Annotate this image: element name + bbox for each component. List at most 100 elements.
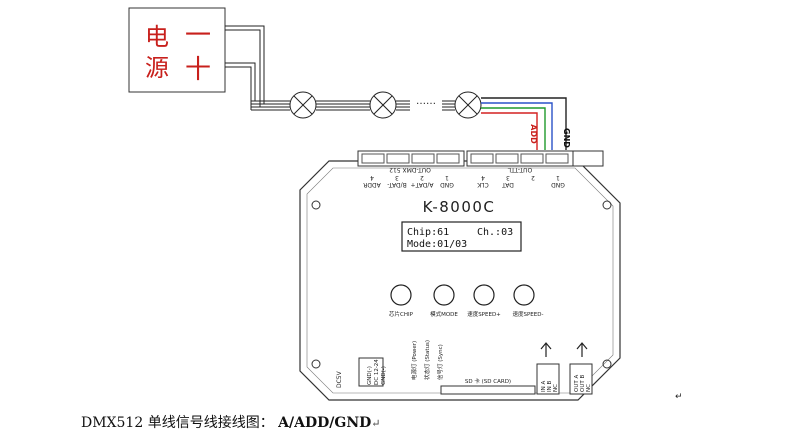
lamp-ellipsis: …… <box>416 96 436 107</box>
power-terminal-label: DC 12-24 <box>374 359 380 385</box>
wire-green <box>481 107 546 150</box>
terminal-housing <box>466 150 574 167</box>
terminal-housing-extra <box>572 150 604 167</box>
speed-up-button[interactable]: 速度SPEED+ <box>467 284 501 318</box>
sync-led-label: 信号灯 (Sync) <box>436 344 444 380</box>
dmx-terminal-label: A/DAT+ <box>411 181 434 188</box>
speed-down-button-knob[interactable] <box>513 284 535 306</box>
mode-button-knob[interactable] <box>433 284 455 306</box>
dmx-terminal-number: 3 <box>395 174 399 181</box>
mode-button-label: 模式MODE <box>430 310 458 318</box>
speed-up-button-knob[interactable] <box>473 284 495 306</box>
power-char-1: 电 <box>145 23 169 51</box>
out-label: NC <box>586 384 592 392</box>
mode-button[interactable]: 模式MODE <box>430 284 458 318</box>
dmx-terminal-number: 1 <box>445 174 449 181</box>
dmx-group-label: OUT-DMX 512 <box>389 166 431 173</box>
chip-button[interactable]: 芯片CHIP <box>389 284 414 318</box>
dmx-terminal-number: 4 <box>370 174 374 181</box>
out-label: OUT B <box>580 375 586 392</box>
mount-hole <box>311 359 321 369</box>
terminal-screw <box>436 153 460 164</box>
input-terminal <box>536 363 560 395</box>
caption-return-mark: ↵ <box>371 417 381 430</box>
terminal-block-dmx <box>357 150 465 167</box>
power-terminal-label: GND(-) <box>381 366 387 385</box>
terminal-housing <box>357 150 465 167</box>
dmx-labels: GND A/DAT+ B/DAT- ADDR 1 2 3 4 OUT-DMX 5… <box>363 166 454 188</box>
ttl-group-label: OUT-TTL <box>507 166 532 173</box>
ttl-terminal-label: GND <box>551 181 565 188</box>
ttl-terminal-number: 3 <box>506 174 510 181</box>
lcd-display <box>401 221 522 252</box>
ttl-terminal-number: 2 <box>531 174 535 181</box>
power-wires <box>225 25 265 110</box>
power-minus-symbol: 一 <box>185 21 211 51</box>
power-wire-minus-b <box>225 29 261 107</box>
power-wire-plus-b <box>225 66 252 110</box>
in-label: IN B <box>547 381 553 392</box>
dmx-terminal-label: B/DAT- <box>387 181 407 188</box>
lcd-chip: Chip:61 <box>407 227 449 238</box>
mount-hole <box>602 359 612 369</box>
lcd-channel: Ch.:03 <box>477 227 513 238</box>
terminal-screw <box>361 153 385 164</box>
wire-black <box>481 97 567 150</box>
controller: GND A/DAT+ B/DAT- ADDR 1 2 3 4 OUT-DMX 5… <box>299 150 621 401</box>
caption-emphasis: A/ADD/GND <box>278 415 372 431</box>
dc5v-label: DC5V <box>336 370 343 388</box>
dmx-terminal-label: ADDR <box>363 181 381 188</box>
wire-label-add: ADD <box>529 124 538 144</box>
lamp-bus: …… <box>251 96 455 111</box>
controller-model: K-8000C <box>423 198 496 216</box>
lamp-cross <box>458 95 478 115</box>
power-supply: 电 源 一 十 <box>128 7 226 93</box>
power-input-terminal <box>358 357 384 387</box>
ttl-terminal-label: DAT <box>502 181 514 188</box>
input-arrow-icon <box>540 342 552 357</box>
out-label: OUT A <box>574 375 580 392</box>
ttl-terminal-label: CLK <box>476 181 489 188</box>
power-wire-minus-a <box>225 25 265 104</box>
lamp-cross <box>293 95 313 115</box>
terminal-screw <box>470 153 494 164</box>
lcd-mode: Mode:01/03 <box>407 239 467 250</box>
stray-return-mark: ↵ <box>675 392 683 402</box>
speed-down-button-label: 速度SPEED- <box>513 310 544 318</box>
speed-down-button[interactable]: 速度SPEED- <box>513 284 544 318</box>
mount-hole <box>602 200 612 210</box>
terminal-screw <box>386 153 410 164</box>
terminal-block-ttl <box>466 150 604 167</box>
lamp-cross <box>373 95 393 115</box>
dmx-terminal-label: GND <box>440 181 454 188</box>
mount-hole <box>311 200 321 210</box>
diagram-caption: DMX512 单线信号线接线图： A/ADD/GND↵ <box>81 412 381 432</box>
wire-red <box>481 112 538 150</box>
output-arrow-icon <box>576 342 588 357</box>
wire-blue <box>481 102 553 150</box>
speed-up-button-label: 速度SPEED+ <box>467 310 501 318</box>
power-wire-plus-a <box>225 62 256 101</box>
power-terminal-label: GND(-) <box>367 366 373 385</box>
terminal-screw <box>520 153 544 164</box>
ttl-terminal-number: 4 <box>481 174 485 181</box>
ttl-terminal-number: 1 <box>556 174 560 181</box>
signal-wires: ADD GND <box>481 97 571 150</box>
power-char-2: 源 <box>145 54 169 82</box>
power-plus-symbol: 十 <box>185 55 211 85</box>
lamp-2 <box>369 91 397 119</box>
output-terminal <box>569 363 593 395</box>
power-led-label: 电源灯 (Power) <box>410 341 418 380</box>
in-label: IN A <box>541 381 547 392</box>
lamp-1 <box>289 91 317 119</box>
status-led-label: 状态灯 (Status) <box>423 340 431 380</box>
terminal-screw <box>495 153 519 164</box>
sd-card-label: SD 卡 (SD CARD) <box>465 377 511 385</box>
chip-button-knob[interactable] <box>390 284 412 306</box>
terminal-screw <box>411 153 435 164</box>
lamp-3 <box>454 91 482 119</box>
wire-label-gnd: GND <box>562 128 571 148</box>
in-label: NC <box>553 384 559 392</box>
terminal-screw <box>545 153 569 164</box>
